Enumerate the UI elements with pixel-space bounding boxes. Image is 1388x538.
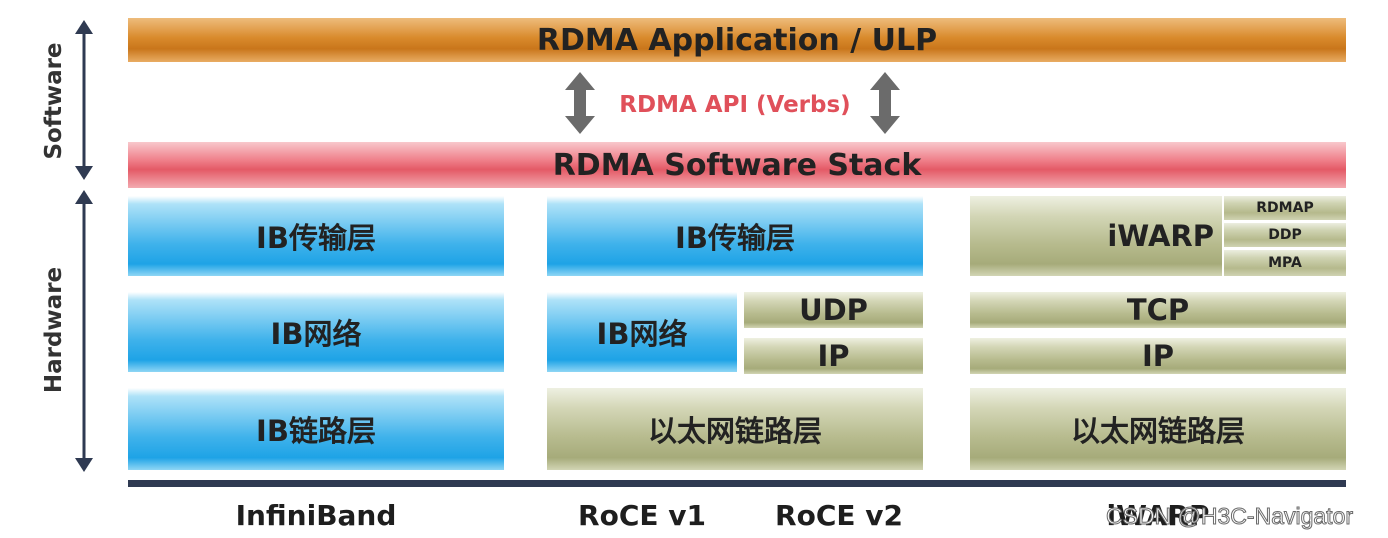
- iwarp-main-block: iWARP: [970, 196, 1222, 276]
- iwarp-main-label: iWARP: [1107, 219, 1214, 253]
- roce-v2-udp-layer: UDP: [744, 292, 923, 328]
- iwarp-rdmap-layer: RDMAP: [1224, 196, 1346, 220]
- api-right-double-arrow: [870, 72, 900, 134]
- roce-v2-ip-layer: IP: [744, 338, 923, 374]
- iwarp-ethernet-link-layer: 以太网链路层: [970, 388, 1346, 470]
- iwarp-mpa-layer: MPA: [1224, 250, 1346, 276]
- bottom-divider: [128, 480, 1346, 487]
- infiniband-transport-layer: IB传输层: [128, 196, 504, 276]
- software-axis-arrow: [75, 20, 93, 180]
- roce-ethernet-link-layer: 以太网链路层: [547, 388, 923, 470]
- hardware-label: Hardware: [41, 266, 67, 394]
- iwarp-tcp-layer: TCP: [970, 292, 1346, 328]
- infiniband-network-layer: IB网络: [128, 292, 504, 372]
- rdma-api-label: RDMA API (Verbs): [619, 92, 851, 118]
- software-label: Software: [41, 42, 67, 160]
- iwarp-ddp-layer: DDP: [1224, 223, 1346, 247]
- hardware-axis-arrow: [75, 190, 93, 472]
- iwarp-ip-layer: IP: [970, 338, 1346, 374]
- label-infiniband: InfiniBand: [235, 498, 397, 532]
- rdma-application-bar: RDMA Application / ULP: [128, 18, 1346, 62]
- csdn-watermark: CSDN @H3C-Navigator: [1106, 502, 1354, 529]
- rdma-software-stack-bar: RDMA Software Stack: [128, 142, 1346, 188]
- roce-transport-layer: IB传输层: [547, 196, 923, 276]
- api-left-double-arrow: [565, 72, 595, 134]
- label-roce-v1: RoCE v1: [578, 498, 706, 532]
- roce-v1-network-layer: IB网络: [547, 292, 737, 372]
- infiniband-link-layer: IB链路层: [128, 388, 504, 470]
- label-iwarp: iWARP: [1106, 498, 1210, 532]
- label-roce-v2: RoCE v2: [775, 498, 903, 532]
